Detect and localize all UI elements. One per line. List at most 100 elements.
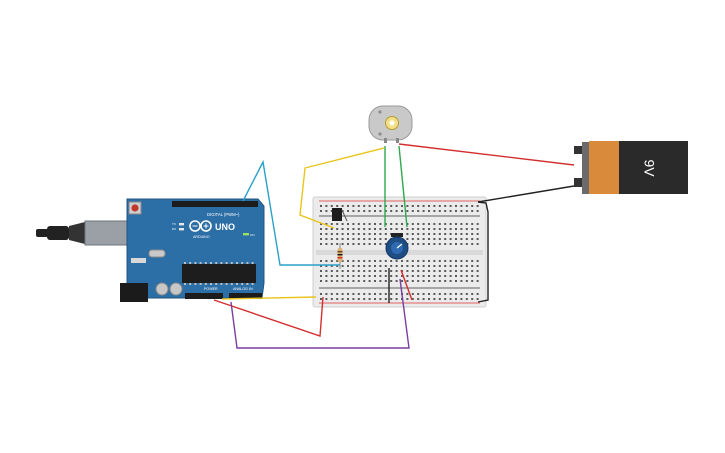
breadboard-hole bbox=[438, 265, 441, 267]
breadboard-hole bbox=[449, 205, 452, 207]
breadboard-hole bbox=[476, 270, 479, 272]
breadboard-hole bbox=[352, 293, 355, 295]
breadboard-hole bbox=[395, 280, 398, 282]
breadboard-hole bbox=[444, 228, 447, 230]
breadboard-hole bbox=[417, 298, 420, 300]
breadboard-hole bbox=[363, 260, 366, 262]
wire-black-battery-breadboard[interactable] bbox=[477, 185, 575, 203]
breadboard-hole bbox=[368, 228, 371, 230]
breadboard-hole bbox=[363, 228, 366, 230]
breadboard-hole bbox=[455, 233, 457, 235]
chip-pin bbox=[220, 262, 223, 264]
breadboard-hole bbox=[384, 293, 387, 295]
breadboard-hole bbox=[433, 265, 436, 267]
breadboard-hole bbox=[476, 298, 479, 300]
breadboard-hole bbox=[438, 210, 441, 212]
dc-motor[interactable] bbox=[368, 105, 413, 143]
chip-pin bbox=[251, 283, 254, 285]
breadboard-hole bbox=[465, 280, 468, 282]
breadboard-hole bbox=[384, 228, 387, 230]
breadboard-hole bbox=[428, 265, 430, 267]
breadboard-hole bbox=[428, 270, 430, 272]
breadboard-hole bbox=[471, 210, 474, 212]
battery-9v[interactable]: 9V bbox=[574, 141, 688, 194]
breadboard-hole bbox=[330, 243, 333, 245]
breadboard-hole bbox=[460, 210, 463, 212]
wire-blue-arduino-breadboard[interactable] bbox=[242, 159, 340, 266]
breadboard-hole bbox=[411, 243, 414, 245]
breadboard-hole bbox=[363, 243, 366, 245]
breadboard-hole bbox=[444, 275, 447, 277]
breadboard-hole bbox=[379, 210, 382, 212]
breadboard-hole bbox=[384, 270, 387, 272]
wire-black-rail[interactable] bbox=[477, 201, 489, 303]
breadboard-hole bbox=[406, 275, 409, 277]
fuse bbox=[131, 258, 146, 263]
breadboard-hole bbox=[449, 223, 452, 225]
breadboard-hole bbox=[341, 233, 344, 235]
breadboard-hole bbox=[449, 293, 452, 295]
breadboard-hole bbox=[341, 270, 344, 272]
breadboard-hole bbox=[320, 223, 322, 225]
wire-red-arduino-breadboard[interactable] bbox=[213, 296, 324, 337]
breadboard-hole bbox=[374, 210, 376, 212]
breadboard-hole bbox=[406, 233, 409, 235]
crystal bbox=[148, 249, 166, 258]
breadboard-hole bbox=[422, 280, 425, 282]
breadboard-hole bbox=[363, 298, 366, 300]
breadboard-hole bbox=[411, 223, 414, 225]
wire-green-2[interactable] bbox=[398, 145, 408, 228]
breadboard-hole bbox=[433, 293, 436, 295]
breadboard-hole bbox=[401, 280, 403, 282]
breadboard-hole bbox=[422, 205, 425, 207]
breadboard-hole bbox=[390, 275, 393, 277]
breadboard-hole bbox=[325, 293, 328, 295]
breadboard-hole bbox=[406, 270, 409, 272]
breadboard-hole bbox=[406, 228, 409, 230]
wire-red-pot[interactable] bbox=[400, 269, 413, 301]
breadboard-hole bbox=[330, 298, 333, 300]
wire-yellow-motor-transistor[interactable] bbox=[299, 147, 385, 229]
breadboard-hole bbox=[460, 260, 463, 262]
reset-button-cap[interactable] bbox=[131, 204, 139, 212]
breadboard-hole bbox=[325, 205, 328, 207]
breadboard-hole bbox=[455, 275, 457, 277]
breadboard-hole bbox=[390, 265, 393, 267]
transistor[interactable] bbox=[332, 208, 348, 222]
breadboard-hole bbox=[395, 270, 398, 272]
breadboard-hole bbox=[336, 243, 339, 245]
breadboard-hole bbox=[325, 243, 328, 245]
breadboard-hole bbox=[476, 293, 479, 295]
breadboard-hole bbox=[390, 280, 393, 282]
breadboard-hole bbox=[320, 228, 322, 230]
wire-purple-arduino-pot[interactable] bbox=[230, 278, 410, 349]
breadboard-hole bbox=[449, 280, 452, 282]
breadboard-hole bbox=[347, 205, 349, 207]
potentiometer-knob[interactable] bbox=[385, 233, 409, 260]
wire-yellow-arduino-5v[interactable] bbox=[221, 296, 317, 300]
breadboard-hole bbox=[363, 275, 366, 277]
breadboard-hole bbox=[357, 238, 360, 240]
arduino-uno-board[interactable]: DIGITAL (PWM~) UNO ARDUINO TX RX ON POWE… bbox=[36, 198, 265, 302]
breadboard-hole bbox=[325, 210, 328, 212]
breadboard-hole bbox=[379, 233, 382, 235]
breadboard-hole bbox=[465, 265, 468, 267]
breadboard-hole bbox=[384, 243, 387, 245]
breadboard-hole bbox=[341, 280, 344, 282]
breadboard-hole bbox=[363, 265, 366, 267]
breadboard-hole bbox=[455, 228, 457, 230]
breadboard-hole bbox=[325, 265, 328, 267]
breadboard-hole bbox=[438, 260, 441, 262]
breadboard-hole bbox=[336, 238, 339, 240]
breadboard-hole bbox=[428, 243, 430, 245]
breadboard-hole bbox=[471, 280, 474, 282]
wire-red-motor-battery[interactable] bbox=[398, 143, 575, 166]
breadboard-hole bbox=[352, 238, 355, 240]
breadboard-hole bbox=[347, 228, 349, 230]
breadboard-hole bbox=[455, 270, 457, 272]
breadboard-hole bbox=[422, 233, 425, 235]
breadboard-hole bbox=[460, 228, 463, 230]
breadboard-hole bbox=[352, 298, 355, 300]
breadboard-hole bbox=[368, 223, 371, 225]
breadboard-hole bbox=[395, 260, 398, 262]
